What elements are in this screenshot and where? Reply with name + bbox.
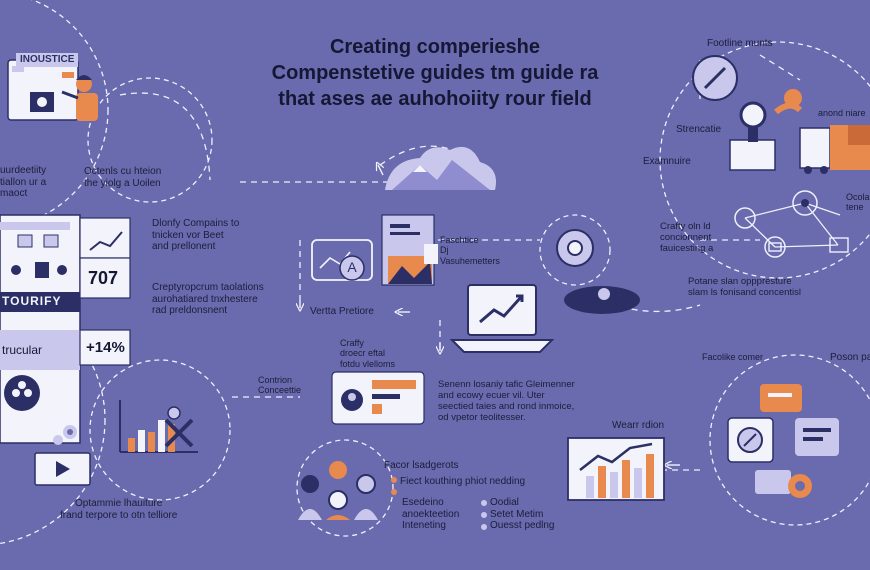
network-diagram: [734, 190, 849, 258]
microscope-illustration: [729, 89, 803, 171]
profile-card-illustration: [331, 371, 425, 425]
mountain-cloud-icon: [385, 146, 496, 190]
focus-list-left: Esedeino anoekteetion Inteneting: [402, 497, 460, 531]
left-mid-text-1: Dlonfy Compains to tnicken vor Beet and …: [152, 218, 240, 252]
gear-orbit: [539, 214, 611, 286]
facolike-label: Facolike comer: [702, 352, 764, 362]
left-mid-text-2: Creptyropcrum taolations aurohatiared tn…: [152, 282, 264, 316]
bar-chart-illustration: [119, 400, 198, 453]
left-top-caption: uurdeetiity tiallon ur a maoct: [0, 165, 47, 199]
title-line-1: Creating comperieshe: [329, 36, 541, 58]
dashboard-label: trucular: [2, 343, 43, 357]
poson-label: Poson pa: [830, 352, 870, 363]
trend-chart-board: [567, 437, 665, 501]
video-player-icon: [34, 452, 91, 486]
left-bottom-caption: Optammie lhauiture frand terpore to otn …: [60, 498, 178, 521]
presenter-illustration: [7, 59, 98, 121]
chat-bubbles-illustration: [727, 384, 839, 498]
left-bottom-large-orbit: [0, 295, 106, 545]
chart-label: Faschtice Dj Vasuhemetters: [440, 235, 500, 266]
footline-label: Footline munts: [707, 38, 773, 49]
examnuire-label: Examnuire: [643, 156, 691, 167]
delivery-boxes-illustration: [799, 125, 870, 174]
focus-list-right: Oodial Setet Metim Ouesst pedlng: [490, 497, 555, 531]
document-chart-illustration: [381, 214, 438, 286]
joystick-icon: [564, 286, 640, 314]
stat-value: 707: [88, 268, 119, 288]
right-bottom-orbit: [709, 354, 870, 526]
title-line-2: Compenstetive guides tm guide ra: [271, 62, 599, 84]
percent-value: +14%: [86, 339, 125, 356]
focus-item-1: Fiect kouthing phiot nedding: [400, 476, 526, 487]
speech-bubble-illustration: [311, 239, 373, 281]
people-orbit: [296, 439, 394, 537]
annotation-label: anond niare: [818, 108, 866, 118]
potent-text: Potane slan opppresture slam ls fonisand…: [688, 276, 801, 298]
title-line-3: that ases ae auhohoiity rour field: [278, 88, 592, 110]
bullet-dots: [391, 477, 487, 530]
dashboard-banner: TOURIFY: [2, 294, 62, 308]
right-top-orbit: [659, 41, 870, 279]
left-bottom-orbit: [89, 359, 231, 501]
settings-gear-icon: [556, 229, 594, 267]
bubble-letter: A: [347, 259, 357, 275]
people-group-icon: [298, 461, 378, 520]
verta-label: Vertta Pretiore: [310, 306, 374, 317]
left-top-orbit: [0, 0, 109, 229]
ocola-text: Ocola tene: [846, 192, 870, 213]
crafty-right-text: Crafty oln ld concionnent fauicesting a: [660, 221, 714, 254]
gear-icon: [53, 425, 77, 445]
industry-badge: INOUSTICE: [16, 53, 79, 67]
laptop-trend-icon: [449, 284, 555, 353]
wear-label: Wearr rdion: [612, 420, 665, 431]
compton-text: Contrion Conceettie: [258, 375, 302, 396]
left-top-small-orbit: [87, 77, 213, 203]
dashboard-panel: [0, 214, 131, 444]
crafty-text: Craffy droecr eftal fotdu vlelloms: [340, 338, 396, 369]
left-top-caption-right: Octenls cu hteion the yiolg a Uoilen: [84, 166, 162, 189]
compass-icon: [692, 55, 738, 101]
sensor-text: Senenn losaniy tafic Gleimenner and ecow…: [438, 379, 575, 423]
focus-title: Facor lsadgerots: [384, 460, 459, 471]
strencatie-label: Strencatie: [676, 124, 722, 135]
